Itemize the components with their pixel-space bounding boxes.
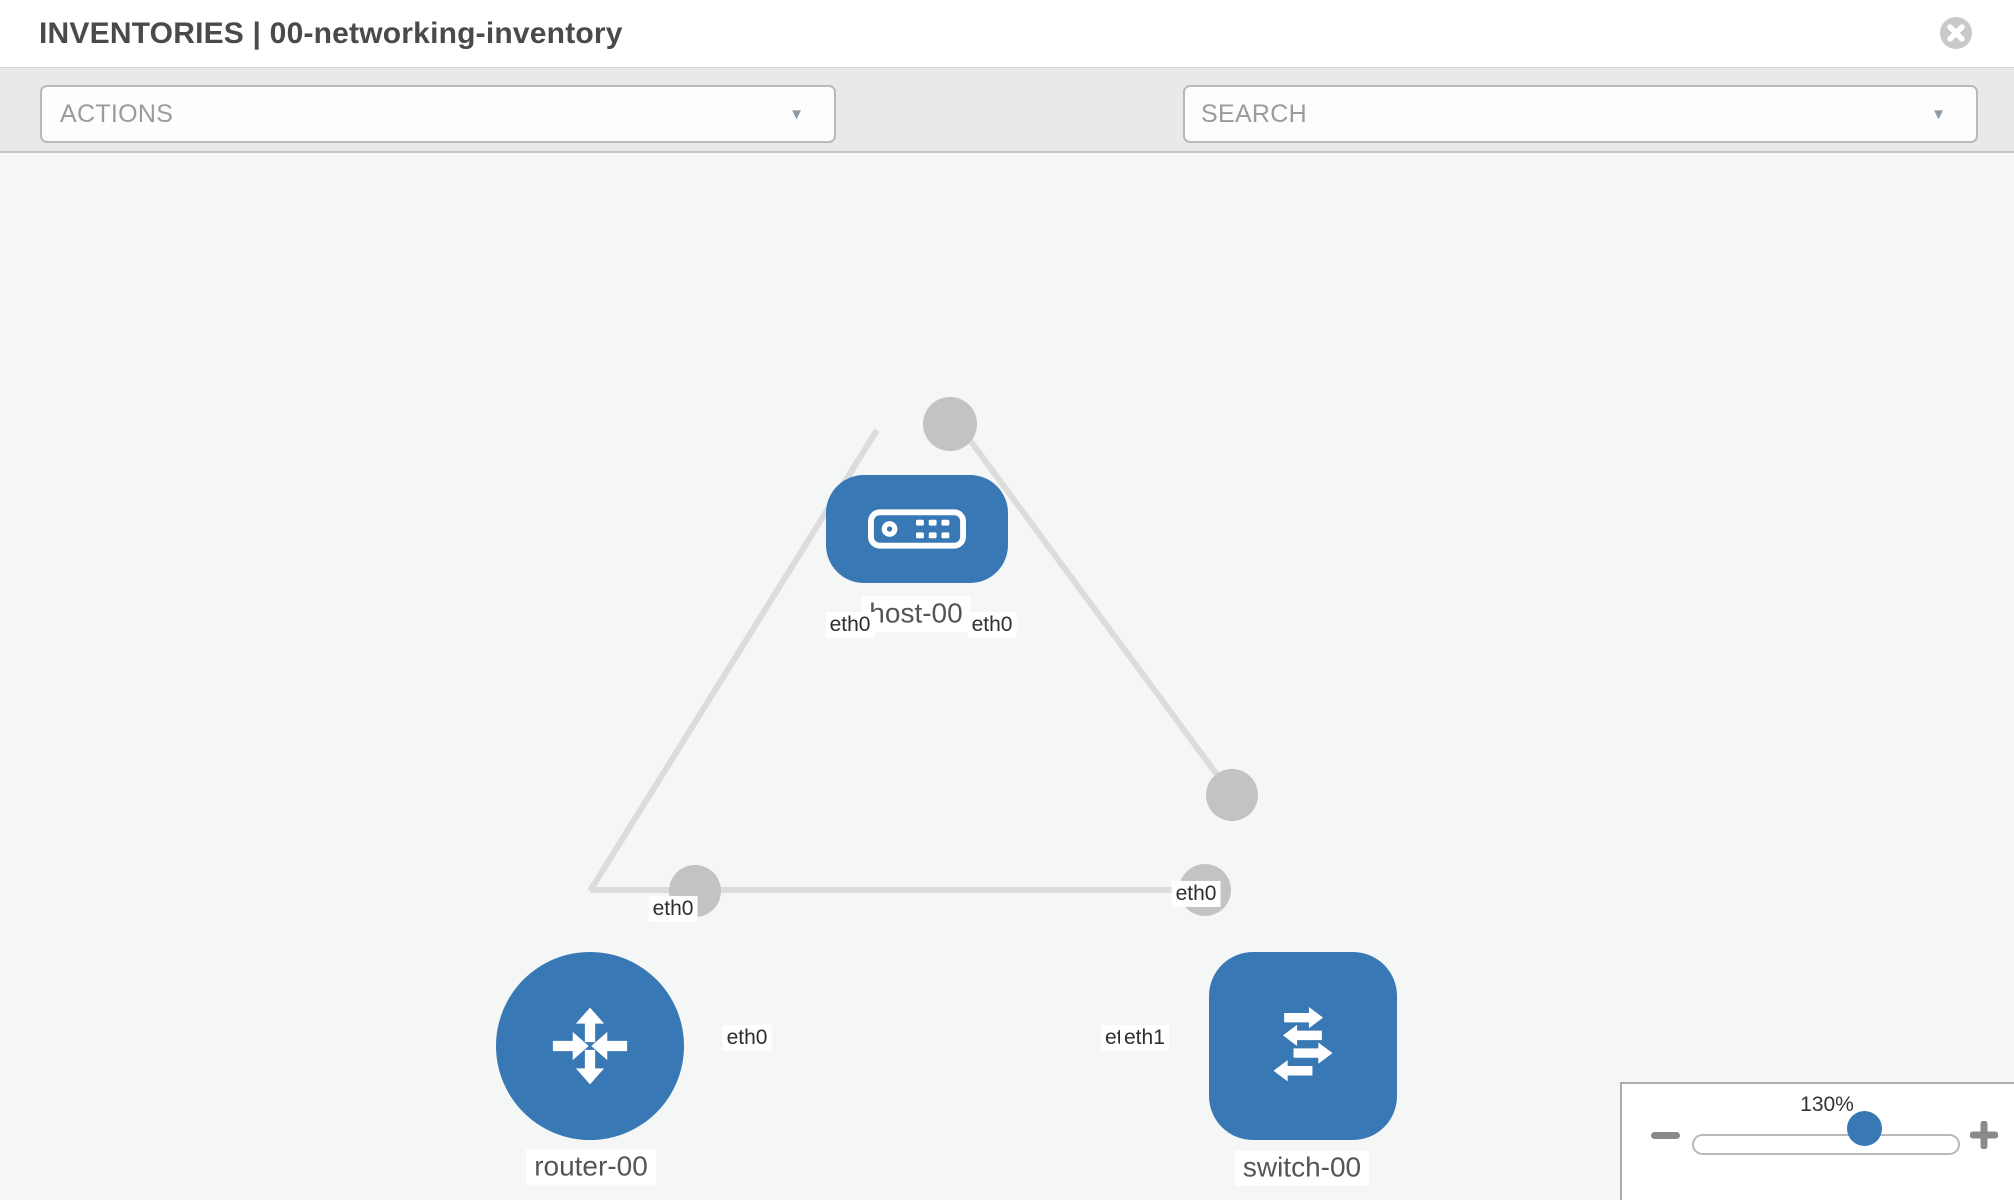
node-label-router: router-00 <box>526 1149 656 1185</box>
interface-bubble <box>1206 769 1258 821</box>
interface-label-switch-eth0: eth0 <box>1171 880 1221 908</box>
link-host-switch <box>952 418 1235 797</box>
search-dropdown-label: SEARCH <box>1201 99 1307 128</box>
node-label-host: host-00 <box>861 596 971 632</box>
switch-arrows-icon <box>1273 1007 1333 1082</box>
interface-label-host-eth0-left: eth0 <box>825 611 875 639</box>
toolbar: ACTIONS ▼ SEARCH ▼ <box>0 68 2014 199</box>
topology-links-layer <box>587 397 1258 917</box>
zoom-panel: 130% <box>1620 1082 2014 1200</box>
zoom-slider-handle[interactable] <box>1847 1111 1882 1146</box>
actions-dropdown[interactable]: ACTIONS ▼ <box>40 85 836 143</box>
server-icon <box>868 509 966 549</box>
zoom-level-readout: 130% <box>1800 1093 1854 1116</box>
page-title: INVENTORIES | 00-networking-inventory <box>39 16 623 50</box>
zoom-in-button[interactable] <box>1969 1120 1999 1150</box>
actions-dropdown-label: ACTIONS <box>60 99 174 128</box>
header: INVENTORIES | 00-networking-inventory <box>0 0 2014 68</box>
node-switch-00[interactable] <box>1209 952 1397 1140</box>
chevron-down-icon: ▼ <box>789 105 804 123</box>
plus-icon <box>1969 1120 1999 1150</box>
chevron-down-icon: ▼ <box>1931 105 1946 123</box>
zoom-out-button[interactable] <box>1649 1128 1682 1143</box>
topology-canvas[interactable]: host-00 router-00 switch-00 eth0 eth0 et… <box>0 155 2014 1200</box>
minus-icon <box>1651 1132 1680 1139</box>
search-dropdown[interactable]: SEARCH ▼ <box>1183 85 1978 143</box>
node-host-00[interactable] <box>826 475 1008 583</box>
node-router-00[interactable] <box>496 952 684 1140</box>
interface-label-switch-eth1: eth1 <box>1120 1024 1169 1052</box>
close-icon <box>1940 17 1972 49</box>
zoom-slider-track[interactable] <box>1692 1134 1960 1155</box>
node-label-switch: switch-00 <box>1234 1150 1370 1186</box>
close-button[interactable] <box>1939 16 1973 50</box>
interface-label-host-eth0-right: eth0 <box>967 611 1017 639</box>
router-arrows-icon <box>552 1007 628 1085</box>
interface-label-router-eth0-uplink: eth0 <box>648 895 698 923</box>
interface-bubble <box>923 397 977 451</box>
interface-label-router-eth0: eth0 <box>722 1024 772 1052</box>
